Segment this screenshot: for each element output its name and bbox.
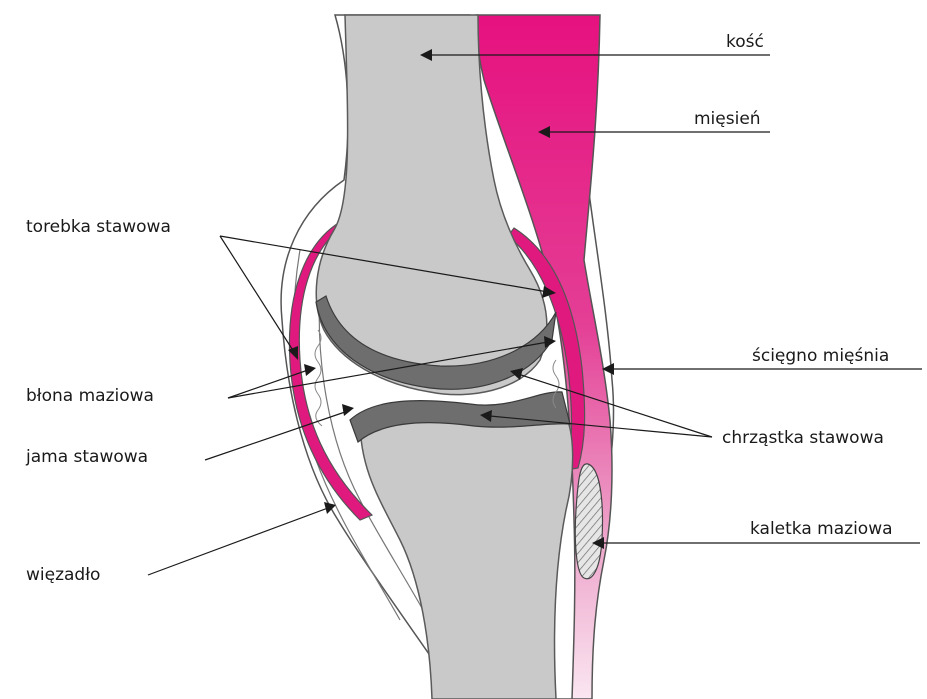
label-kaletka-maziowa: kaletka maziowa bbox=[750, 519, 893, 539]
label-kosc: kość bbox=[726, 32, 764, 52]
label-jama-stawowa: jama stawowa bbox=[25, 447, 148, 467]
label-blona-maziowa: błona maziowa bbox=[26, 386, 154, 406]
label-torebka-stawowa: torebka stawowa bbox=[26, 217, 171, 237]
label-miesien: mięsień bbox=[694, 109, 761, 129]
label-chrzastka-stawowa: chrząstka stawowa bbox=[722, 428, 884, 448]
leader-wiezadlo bbox=[148, 502, 336, 575]
bursa-shape bbox=[575, 464, 602, 579]
label-wiezadlo: więzadło bbox=[26, 565, 100, 585]
label-sciegno-miesnia: ścięgno mięśnia bbox=[752, 346, 889, 366]
